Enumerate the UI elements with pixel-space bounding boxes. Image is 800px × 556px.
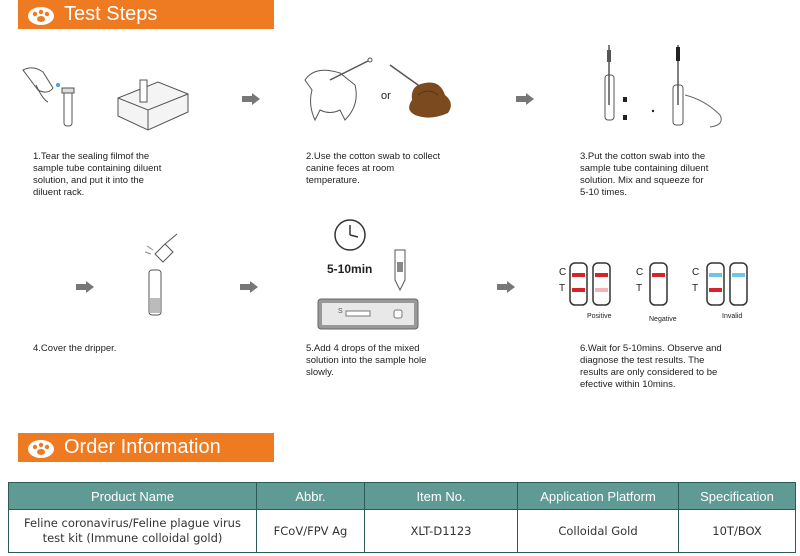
- step-2-text: 2.Use the cotton swab to collect canine …: [306, 151, 441, 186]
- column-header-application-platform: Application Platform: [517, 482, 679, 510]
- device-sample-mark: S: [338, 308, 343, 315]
- test-steps-title: Test Steps: [64, 3, 158, 25]
- arrow-right-icon: [76, 281, 94, 293]
- line-t-label: T: [559, 283, 566, 294]
- paw-icon: [28, 439, 54, 458]
- step4-illustration: [144, 233, 178, 316]
- or-label: or: [381, 90, 391, 102]
- cell-application-platform: Colloidal Gold: [517, 509, 679, 553]
- step1-illustration: [22, 67, 189, 131]
- cell-product-name: Feline coronavirus/Feline plague virus t…: [8, 509, 257, 553]
- step-1-text: 1.Tear the sealing filmof the sample tub…: [33, 151, 162, 198]
- arrow-right-icon: [240, 281, 258, 293]
- test-steps-banner: Test Steps: [18, 0, 274, 29]
- paw-icon: [28, 6, 54, 25]
- order-information-banner: Order Information: [18, 433, 274, 462]
- step5-illustration: [317, 219, 419, 330]
- line-t-label: T: [692, 283, 699, 294]
- cell-abbr: FCoV/FPV Ag: [256, 509, 365, 553]
- order-table: Product Name Abbr. Item No. Application …: [8, 482, 796, 553]
- table-header-row: Product Name Abbr. Item No. Application …: [8, 482, 796, 510]
- result-invalid-label: Invalid: [722, 313, 743, 320]
- line-t-label: T: [636, 283, 643, 294]
- order-information-title: Order Information: [64, 436, 221, 458]
- step-4-text: 4.Cover the dripper.: [33, 343, 117, 354]
- result-positive-label: Positive: [587, 313, 612, 320]
- column-header-product-name: Product Name: [8, 482, 257, 510]
- column-header-item-no: Item No.: [364, 482, 518, 510]
- step6-results-illustration: [569, 262, 748, 306]
- step3-illustration: [604, 45, 722, 128]
- cell-item-no: XLT-D1123: [364, 509, 518, 553]
- timer-label: 5-10min: [327, 262, 373, 276]
- table-row: Feline coronavirus/Feline plague virus t…: [8, 509, 796, 553]
- cell-specification: 10T/BOX: [678, 509, 796, 553]
- step-6-text: 6.Wait for 5-10mins. Observe and diagnos…: [580, 343, 722, 390]
- column-header-specification: Specification: [678, 482, 796, 510]
- line-c-label: C: [636, 267, 644, 278]
- step-5-text: 5.Add 4 drops of the mixed solution into…: [306, 343, 427, 378]
- arrow-right-icon: [497, 281, 515, 293]
- column-header-abbr: Abbr.: [256, 482, 365, 510]
- result-negative-label: Negative: [649, 316, 677, 323]
- line-c-label: C: [559, 267, 567, 278]
- arrow-right-icon: [516, 93, 534, 105]
- line-c-label: C: [692, 267, 700, 278]
- step2-illustration: [304, 57, 451, 122]
- arrow-right-icon: [242, 93, 260, 105]
- step-3-text: 3.Put the cotton swab into the sample tu…: [580, 151, 709, 198]
